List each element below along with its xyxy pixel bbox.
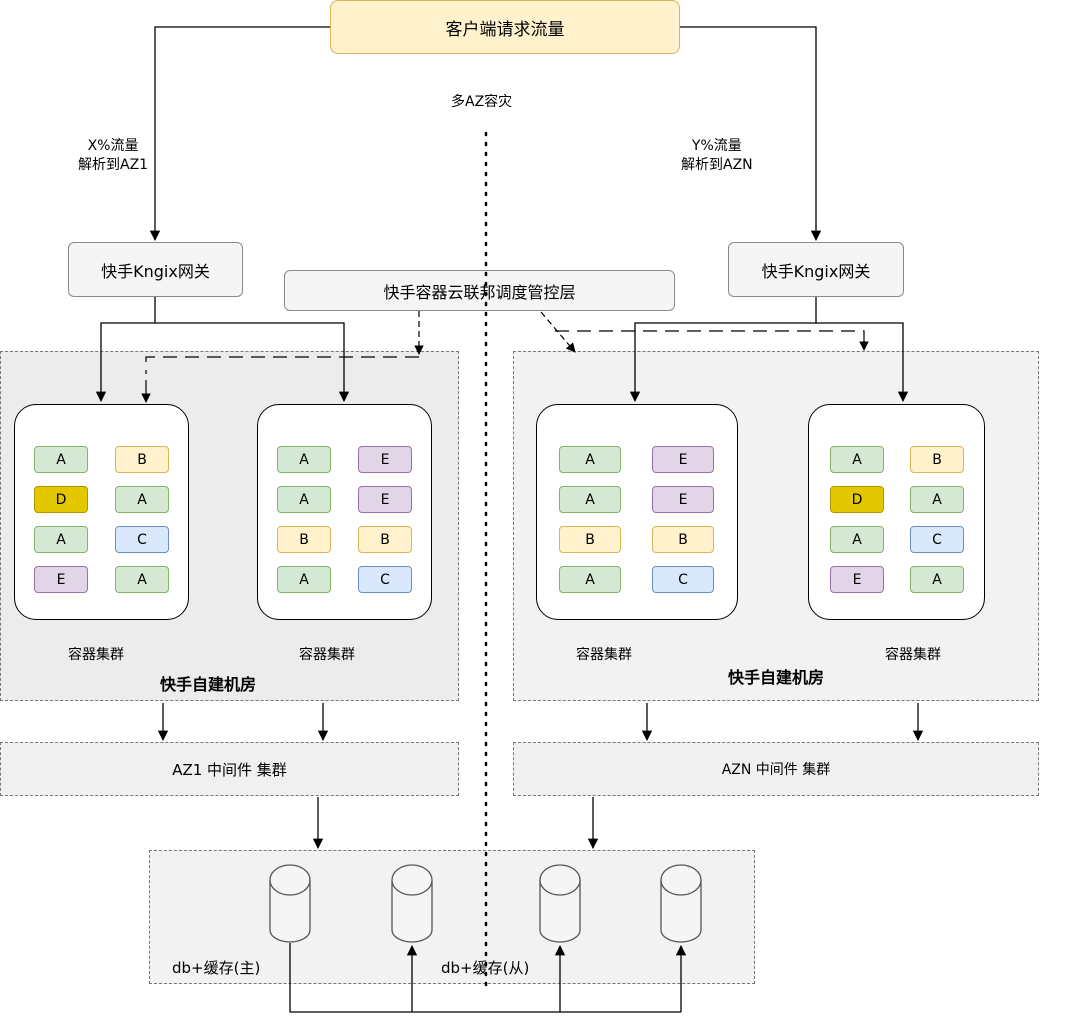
pod-a: A xyxy=(277,446,331,473)
db-slave-label: db+缓存(从) xyxy=(441,959,530,977)
cluster-1-label: 容器集群 xyxy=(68,647,124,663)
control-plane-box: 快手容器云联邦调度管控层 xyxy=(284,270,675,311)
pod-a: A xyxy=(34,526,88,553)
pod-e: E xyxy=(358,446,412,473)
db-cylinder-3 xyxy=(539,864,581,943)
datacenter-left-label: 快手自建机房 xyxy=(160,675,257,694)
pod-a: A xyxy=(115,566,169,593)
pod-a: A xyxy=(277,566,331,593)
right-gateway-to-cluster-4 xyxy=(816,322,909,403)
pod-b: B xyxy=(358,526,412,553)
pod-a: A xyxy=(910,486,964,513)
pod-b: B xyxy=(277,526,331,553)
client-to-left-gateway xyxy=(149,26,330,242)
pod-a: A xyxy=(115,486,169,513)
pod-b: B xyxy=(559,526,621,553)
pod-c: C xyxy=(652,566,714,593)
right-route-line2: 解析到AZN xyxy=(681,157,753,173)
pod-b: B xyxy=(115,446,169,473)
left-gateway-to-clusters xyxy=(95,297,156,403)
pod-e: E xyxy=(34,566,88,593)
db-cylinder-1 xyxy=(269,864,311,943)
pod-e: E xyxy=(652,446,714,473)
pod-c: C xyxy=(115,526,169,553)
left-gateway-to-cluster-2 xyxy=(155,322,350,403)
pod-a: A xyxy=(559,446,621,473)
cluster-4-label: 容器集群 xyxy=(885,647,941,663)
pod-a: A xyxy=(559,566,621,593)
left-route-line1: X%流量 xyxy=(87,138,139,154)
pod-a: A xyxy=(277,486,331,513)
right-gateway-to-clusters xyxy=(629,297,817,403)
replication-line xyxy=(289,943,681,1013)
pod-e: E xyxy=(358,486,412,513)
left-route-label: X%流量 解析到AZ1 xyxy=(78,137,148,175)
pod-d: D xyxy=(830,486,884,513)
pod-e: E xyxy=(830,566,884,593)
right-route-line1: Y%流量 xyxy=(691,138,742,154)
gateway-right: 快手Kngix网关 xyxy=(728,242,904,297)
control-to-right-zone xyxy=(540,311,576,353)
cluster-3-label: 容器集群 xyxy=(576,647,632,663)
gateway-left: 快手Kngix网关 xyxy=(68,242,243,297)
middleware-right: AZN 中间件 集群 xyxy=(513,742,1039,796)
pod-d: D xyxy=(34,486,88,513)
pod-a: A xyxy=(910,566,964,593)
cluster-2-label: 容器集群 xyxy=(299,647,355,663)
pod-b: B xyxy=(652,526,714,553)
datacenter-right-label: 快手自建机房 xyxy=(728,668,825,687)
pod-a: A xyxy=(830,446,884,473)
left-route-line2: 解析到AZ1 xyxy=(78,157,149,173)
middleware-left: AZ1 中间件 集群 xyxy=(0,742,459,796)
control-left-dashed xyxy=(145,356,419,374)
pod-c: C xyxy=(910,526,964,553)
db-zone xyxy=(149,850,755,984)
db-master-label: db+缓存(主) xyxy=(172,959,261,977)
db-cylinder-2 xyxy=(391,864,433,943)
pod-e: E xyxy=(652,486,714,513)
control-right-dashed xyxy=(555,330,869,351)
pod-a: A xyxy=(34,446,88,473)
client-to-right-gateway xyxy=(680,26,822,242)
db-cylinder-4 xyxy=(660,864,702,943)
pod-b: B xyxy=(910,446,964,473)
pod-a: A xyxy=(830,526,884,553)
client-traffic-box: 客户端请求流量 xyxy=(330,0,680,54)
pod-a: A xyxy=(559,486,621,513)
pod-c: C xyxy=(358,566,412,593)
multi-az-label: 多AZ容灾 xyxy=(451,94,513,110)
right-route-label: Y%流量 解析到AZN xyxy=(681,137,753,175)
